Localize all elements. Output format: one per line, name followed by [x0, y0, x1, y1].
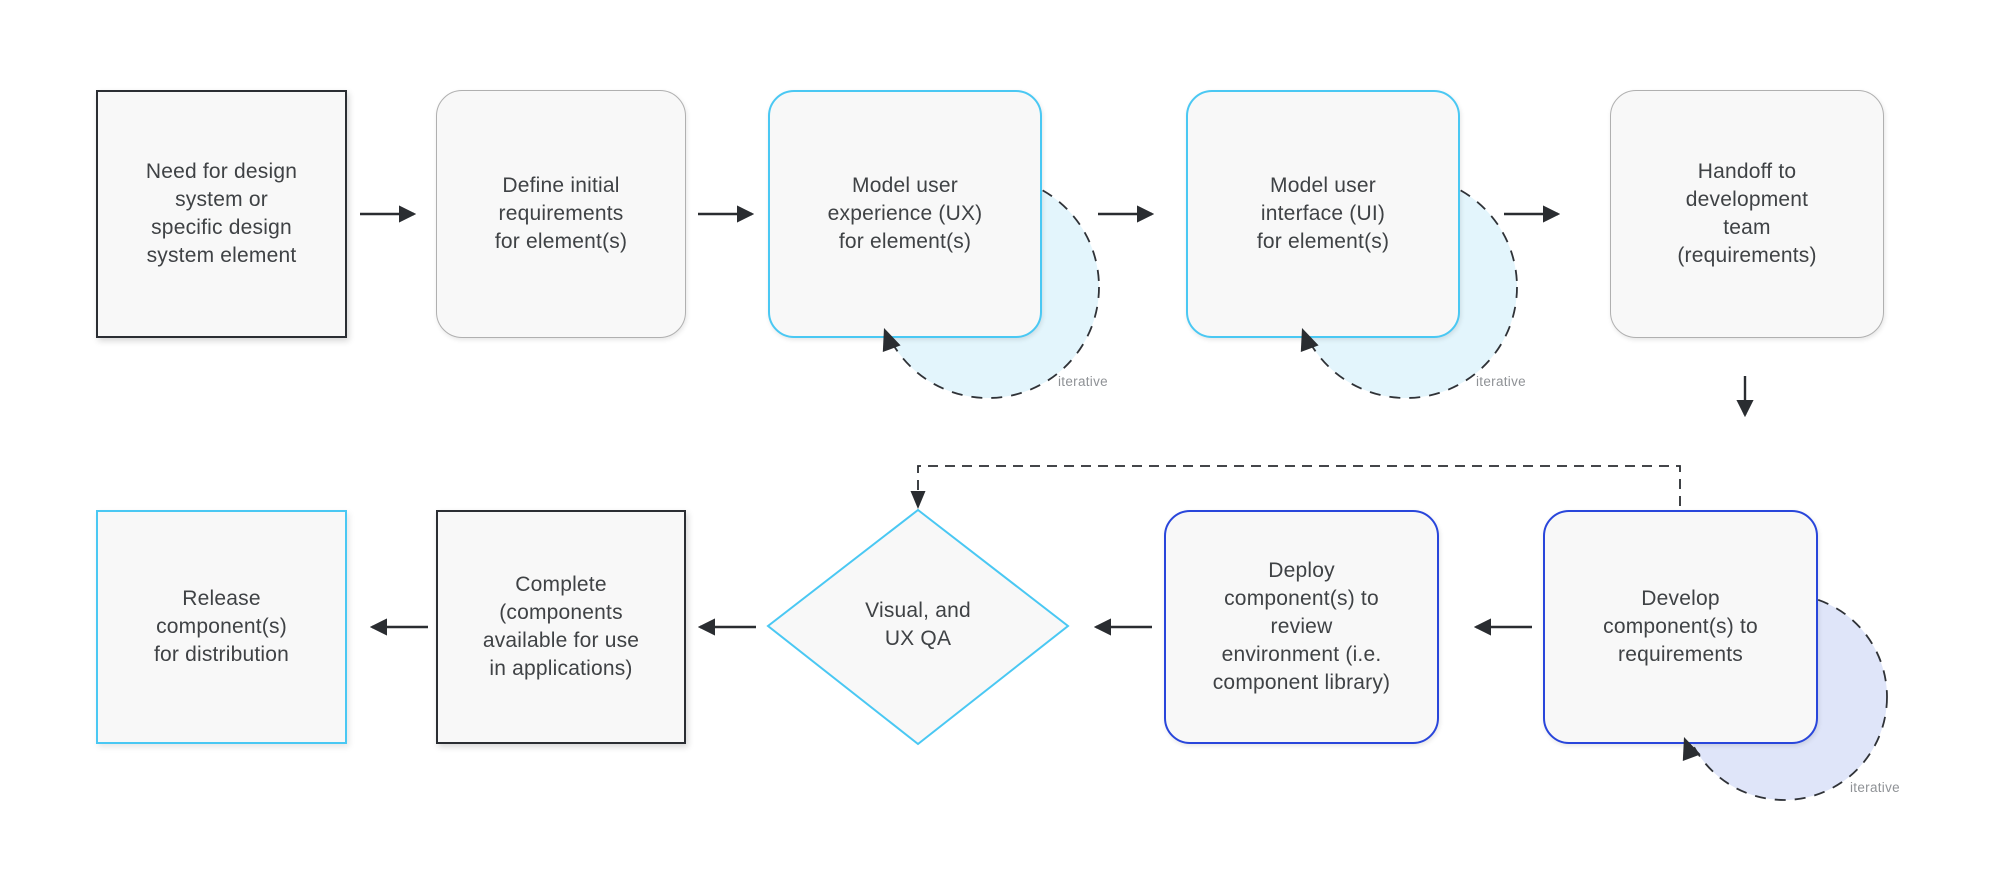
node-need-for-design-system: Need for design system or specific desig…	[96, 90, 347, 338]
iterative-label-develop: iterative	[1850, 780, 1900, 795]
node-visual-ux-qa-label: Visual, and UX QA	[865, 599, 971, 651]
node-handoff-to-development: Handoff to development team (requirement…	[1610, 90, 1884, 338]
node-label: Deploy component(s) to review environmen…	[1212, 558, 1391, 695]
dashed-connector-develop-to-qa	[917, 465, 1681, 506]
node-label: Release component(s) for distribution	[153, 586, 290, 667]
node-label: Model user experience (UX) for element(s…	[827, 173, 983, 254]
node-release-components: Release component(s) for distribution	[96, 510, 347, 744]
node-define-initial-requirements: Define initial requirements for element(…	[436, 90, 686, 338]
node-label: Complete (components available for use i…	[482, 572, 640, 681]
node-label: Model user interface (UI) for element(s)	[1256, 173, 1390, 254]
node-deploy-components: Deploy component(s) to review environmen…	[1164, 510, 1439, 744]
node-label: Develop component(s) to requirements	[1603, 586, 1758, 667]
iterative-label-ui: iterative	[1476, 374, 1526, 389]
node-model-user-experience: Model user experience (UX) for element(s…	[768, 90, 1042, 338]
node-complete-components: Complete (components available for use i…	[436, 510, 686, 744]
node-develop-components: Develop component(s) to requirements	[1543, 510, 1818, 744]
dashed-connector-arrowhead	[910, 491, 926, 509]
iterative-label-ux: iterative	[1058, 374, 1108, 389]
node-label: Need for design system or specific desig…	[145, 159, 298, 268]
node-label: Define initial requirements for element(…	[494, 173, 628, 254]
node-label: Handoff to development team (requirement…	[1677, 159, 1817, 268]
node-model-user-interface: Model user interface (UI) for element(s)	[1186, 90, 1460, 338]
